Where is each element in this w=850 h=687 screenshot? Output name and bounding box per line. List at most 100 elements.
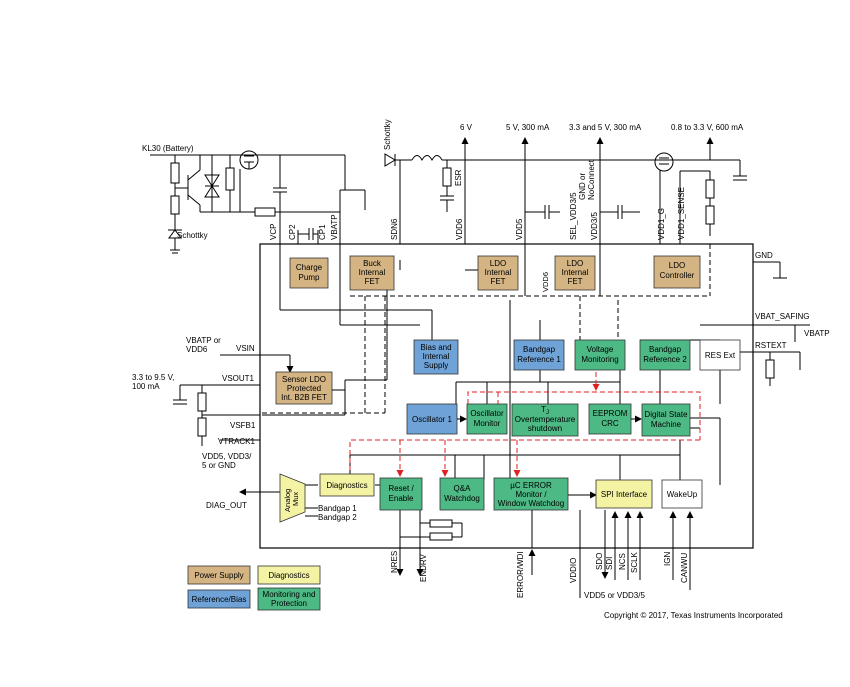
eeprom-crc-l1: EEPROM	[593, 409, 628, 418]
vbatp-or-vdd6-line1: VBATP or	[186, 336, 221, 345]
bottom-pins: NRES ENDRV ERROR/WDI VDDIO VDD5 or VDD3/…	[390, 510, 694, 600]
legend-diagnostics-swatch	[257, 565, 321, 585]
legend-reference-bias-label: Reference/Bias	[192, 595, 247, 604]
pin-vbatp-right: VBATP	[804, 329, 830, 338]
bandgap2-l2: Reference 2	[643, 355, 687, 364]
pin-sclk: SCLK	[630, 551, 639, 573]
ic-outline	[259, 243, 754, 549]
bias-supply-l3: Supply	[424, 361, 448, 370]
bias-supply-l2: Internal	[423, 352, 450, 361]
pin-vdd35: VDD3/5	[590, 211, 599, 240]
legend-reference-bias-swatch	[187, 589, 251, 609]
ldo2-fet-box	[554, 255, 596, 291]
analog-mux-shape	[279, 473, 306, 523]
bandgap1-l2: Reference 1	[517, 355, 561, 364]
sensor-ldo-l2: Protected	[287, 384, 321, 393]
oscillator1-box	[406, 403, 458, 435]
vsout-range-line2: 100 mA	[132, 382, 160, 391]
pin-vsout1: VSOUT1	[222, 374, 255, 383]
qa-watchdog-l2: Watchdog	[444, 494, 480, 503]
dsm-l1: Digital State	[644, 410, 688, 419]
ldo1-fet-l2: Internal	[485, 268, 512, 277]
reset-enable-l2: Enable	[389, 494, 414, 503]
analog-mux-block: AnalogMux	[279, 473, 306, 523]
qa-watchdog-box	[439, 477, 485, 511]
pin-vsfb1: VSFB1	[230, 421, 256, 430]
ground-icon	[170, 249, 180, 254]
wakeup-block: WakeUp	[661, 479, 703, 509]
pin-canwu: CANWU	[680, 553, 689, 583]
tj-label: TJ	[541, 405, 549, 416]
pin-rstext: RSTEXT	[755, 341, 787, 350]
uc-error-l3: Window Watchdog	[498, 499, 564, 508]
ldo-controller-l1: LDO	[669, 261, 685, 270]
tvs-diode-icon	[204, 155, 220, 212]
pin-gnd: GND	[755, 251, 773, 260]
pin-vdd1-sense: VDD1_SENSE	[677, 187, 686, 240]
ldo-controller-l2: Controller	[660, 271, 695, 280]
vsout-range-line1: 3.3 to 9.5 V,	[132, 373, 174, 382]
buck-fet-l3: FET	[364, 277, 379, 286]
oscillator-monitor-l1: Oscillator	[470, 409, 504, 418]
bias-supply-box	[413, 339, 459, 375]
ldo2-fet-l3: FET	[567, 277, 582, 286]
diagnostics-label: Diagnostics	[326, 481, 367, 490]
buck-fet-l1: Buck	[363, 259, 382, 268]
right-pins: GND VBAT_SAFING VBATP RSTEXT	[700, 251, 830, 386]
v5-label: 5 V, 300 mA	[506, 123, 550, 132]
eeprom-crc-l2: CRC	[601, 419, 619, 428]
charge-pump-box	[289, 257, 329, 289]
gnd-noconnect-label: GND orNoConnect	[578, 159, 596, 200]
pin-vcp: VCP	[269, 224, 278, 240]
analog-mux-label: AnalogMux	[283, 489, 300, 512]
spi-interface-block: SPI Interface	[595, 479, 653, 509]
vtrack-options-line2: 5 or GND	[202, 461, 236, 470]
pin-endrv: ENDRV	[419, 553, 428, 582]
res-ext-label: RES Ext	[705, 351, 736, 360]
pin-cp2: CP2	[288, 224, 297, 240]
pin-vdd6: VDD6	[455, 218, 464, 240]
external-top-circuit: KL30 (Battery) Schottky	[142, 119, 747, 254]
vdd6-internal-label: VDD6	[541, 272, 550, 292]
schottky-diode-icon	[384, 153, 396, 167]
tj-main: T	[541, 405, 546, 414]
res-ext-block: RES Ext	[699, 339, 741, 371]
pin-vtrack-options: VDD5, VDD3/5 or GND	[202, 452, 252, 470]
legend-power-supply-swatch	[187, 565, 251, 585]
legend-diagnostics-label: Diagnostics	[268, 571, 309, 580]
ldo1-fet-l1: LDO	[490, 259, 506, 268]
digital-state-machine-box	[641, 403, 691, 437]
uc-error-monitor-box	[493, 477, 569, 511]
voltage-monitoring-l1: Voltage	[587, 345, 614, 354]
bandgap1-l1: Bandgap	[523, 345, 556, 354]
sensor-ldo-l1: Sensor LDO	[282, 375, 326, 384]
top-pin-labels: VCP CP2 CP1 VBATP SDN6 VDD6 VDD5 SEL_VDD…	[269, 187, 686, 240]
analog-mux-l1: Analog	[283, 489, 292, 512]
wakeup-label: WakeUp	[667, 490, 698, 499]
diagnostics-box	[319, 473, 375, 497]
pin-nres: NRES	[390, 551, 399, 573]
pin-sdi: SDI	[605, 557, 614, 570]
